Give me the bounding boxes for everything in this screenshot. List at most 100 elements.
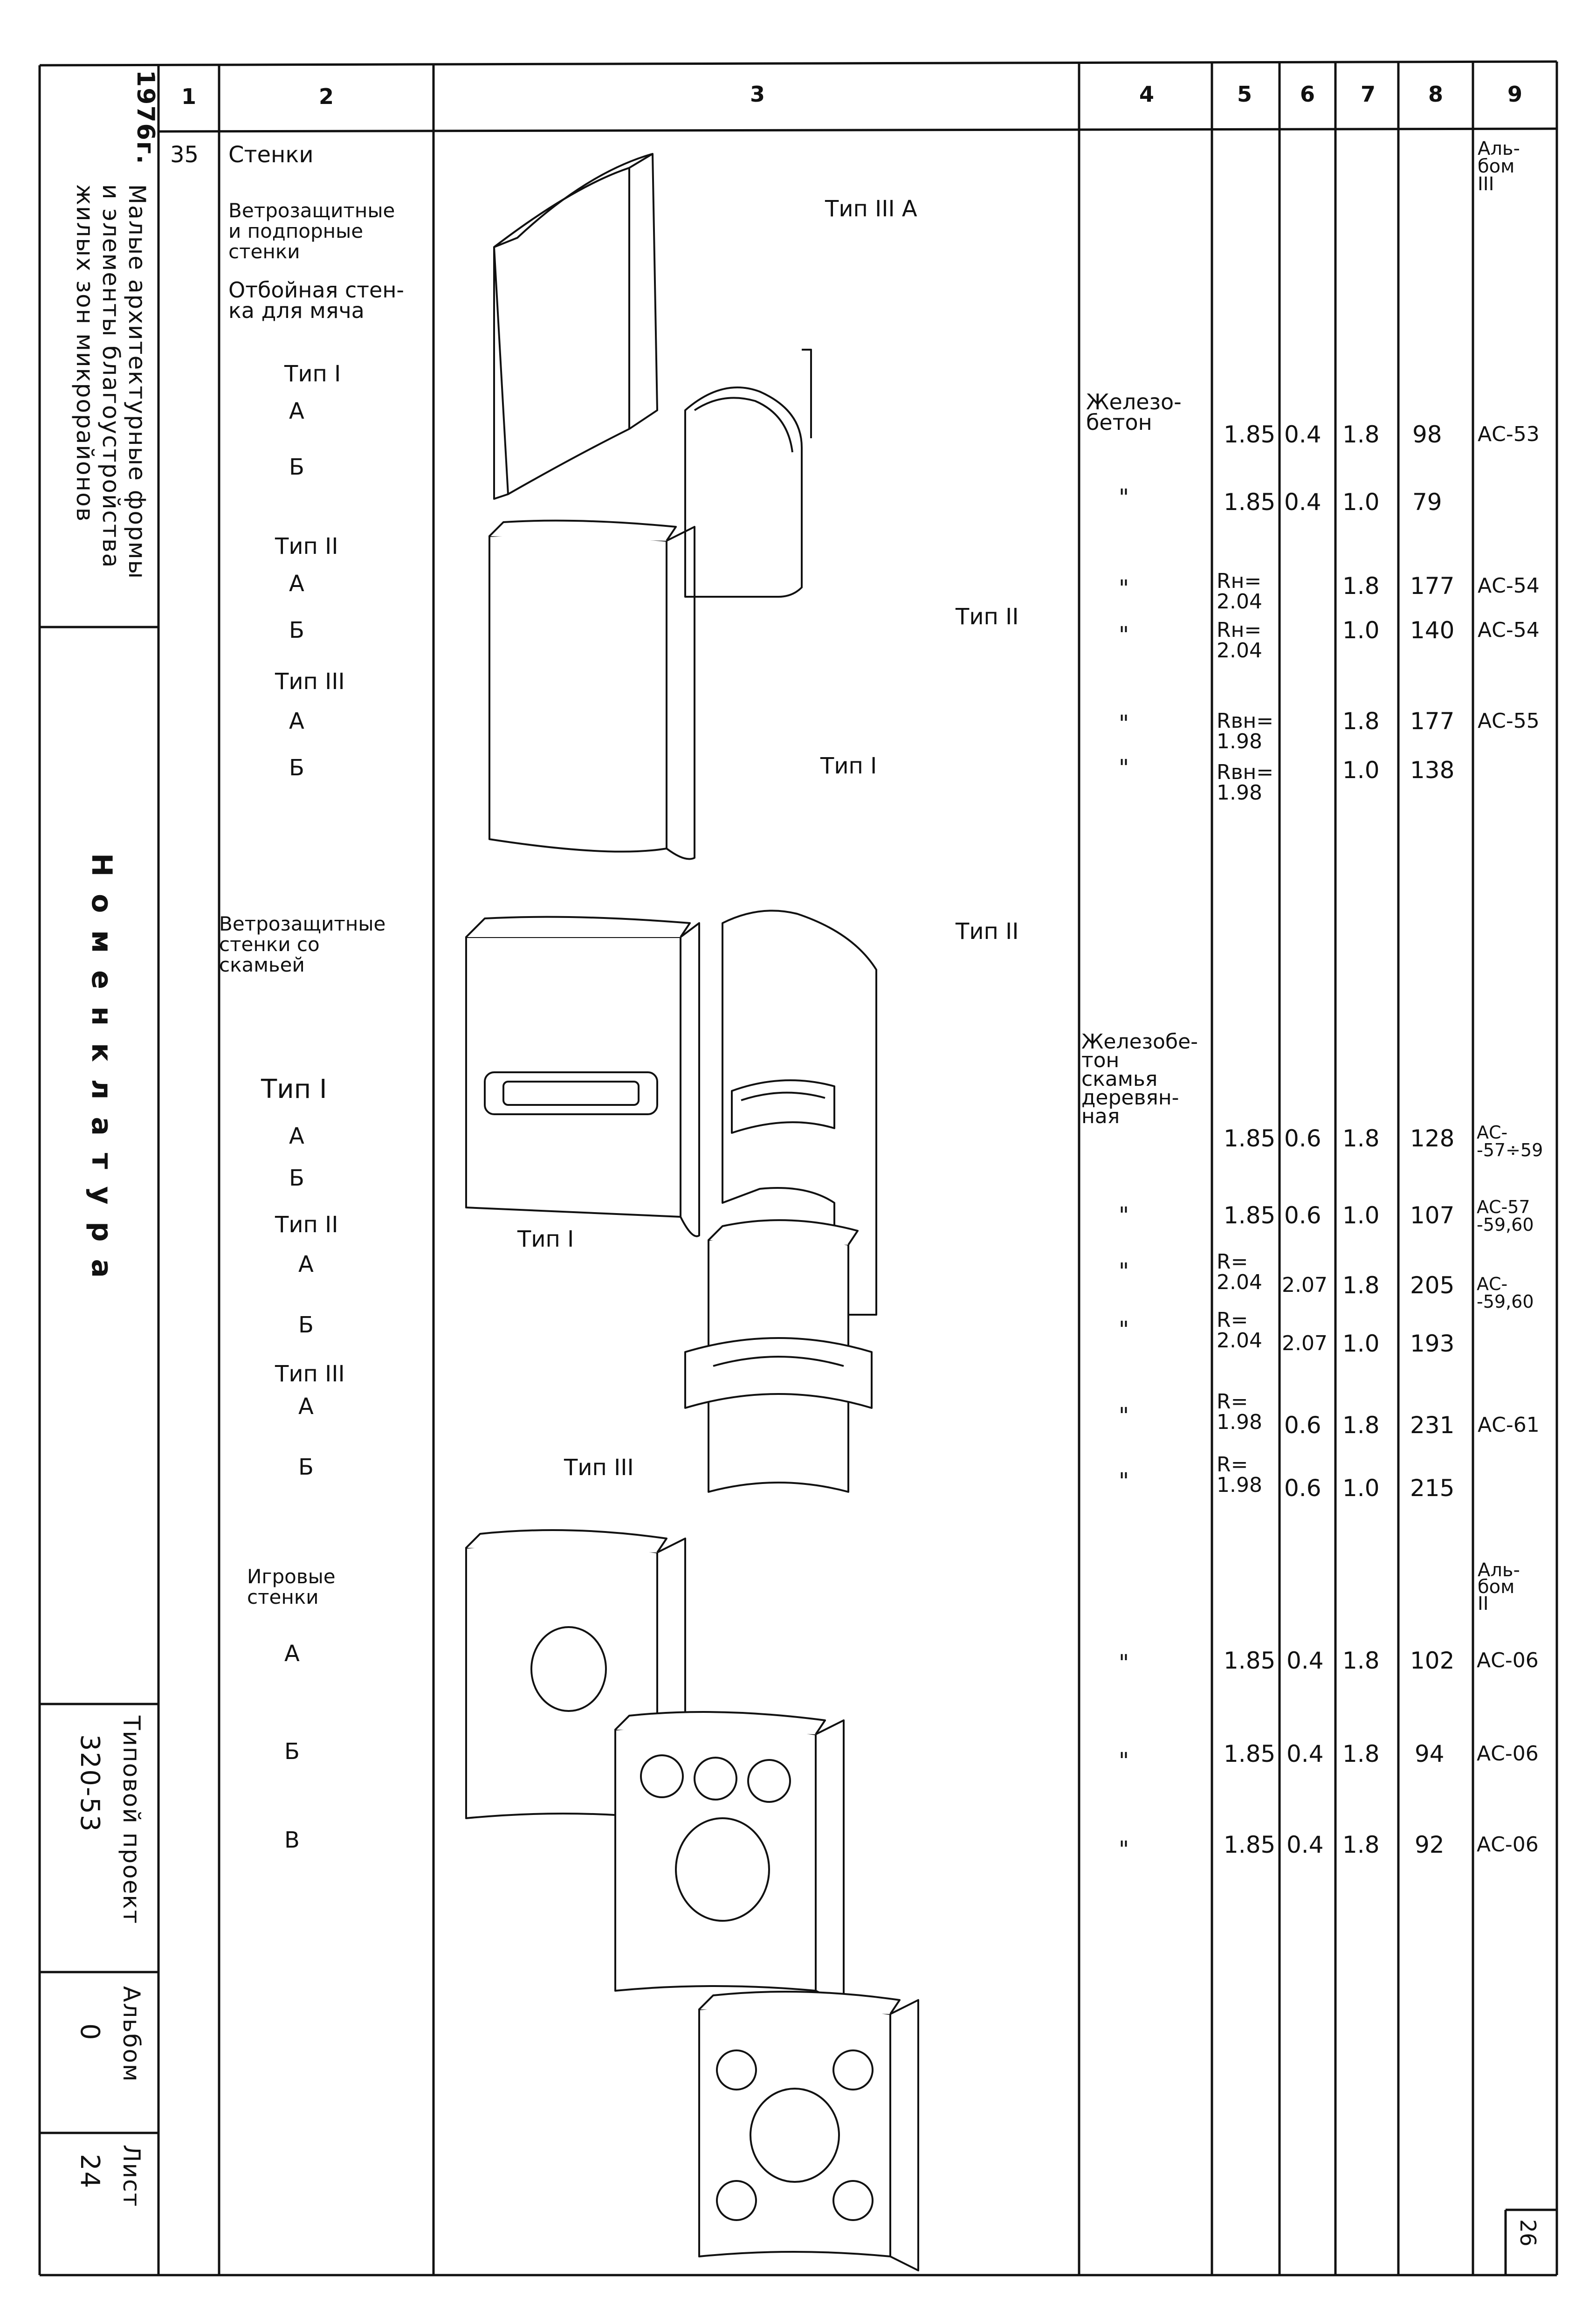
value-c5: 1.85 — [1224, 1202, 1276, 1229]
row-name: А — [284, 1641, 300, 1667]
value-c6: 0.4 — [1286, 1831, 1324, 1858]
row-name: Б — [289, 617, 304, 643]
value-c8: 98 — [1412, 421, 1442, 448]
value-c5: R= 2.04 — [1217, 1250, 1262, 1294]
group-subheading-1: Отбойная стен- ка для мяча — [228, 277, 405, 323]
value-c7: 1.0 — [1342, 1475, 1380, 1502]
value-c8: 138 — [1410, 757, 1455, 784]
value-c7: 1.8 — [1342, 1647, 1380, 1674]
material-cell: " — [1119, 1317, 1129, 1343]
row-name: Тип I — [261, 1074, 327, 1104]
value-c9: АС-06 — [1477, 1742, 1539, 1766]
value-c5: 1.85 — [1224, 1125, 1276, 1152]
year-label: 1976г. — [131, 70, 159, 165]
row-name: Б — [298, 1454, 314, 1480]
value-c7: 1.8 — [1342, 1272, 1380, 1299]
row-name: Б — [289, 1165, 304, 1191]
value-c9: АС-57 -59,60 — [1477, 1197, 1534, 1235]
column-header-6: 6 — [1300, 82, 1315, 107]
column-header-4: 4 — [1139, 82, 1154, 107]
value-c7: 1.0 — [1342, 617, 1380, 644]
material-cell: Железо- бетон — [1086, 389, 1182, 435]
album-number: 0 — [75, 2023, 105, 2041]
row-name: Б — [289, 454, 304, 480]
material-cell: " — [1119, 1650, 1129, 1676]
value-c8: 177 — [1410, 708, 1455, 735]
drawing-label: Тип III — [564, 1455, 634, 1481]
column-header-5: 5 — [1237, 82, 1252, 107]
project-label: Типовой проект — [118, 1716, 145, 1925]
row-name: В — [284, 1827, 300, 1853]
column-header-2: 2 — [318, 84, 334, 109]
value-c6: 0.6 — [1284, 1475, 1321, 1502]
material-cell: " — [1119, 1748, 1129, 1774]
value-c8: 107 — [1410, 1202, 1455, 1229]
value-c9: АС- -57÷59 — [1477, 1122, 1543, 1160]
row-name: Б — [289, 755, 304, 781]
value-c8: 231 — [1410, 1412, 1455, 1439]
value-c6: 2.07 — [1282, 1331, 1328, 1355]
value-c6: 2.07 — [1282, 1273, 1328, 1297]
page-number: 26 — [1515, 2219, 1541, 2247]
value-c9: АС-55 — [1478, 709, 1540, 733]
material-cell: " — [1119, 622, 1129, 648]
value-c7: 1.8 — [1342, 708, 1380, 735]
value-c8: 215 — [1410, 1475, 1455, 1502]
value-c5: Rвн= 1.98 — [1217, 760, 1274, 805]
title-line-1: Малые архитектурные формы — [124, 184, 151, 580]
value-c9: АС-53 — [1478, 422, 1540, 446]
value-c6: 0.6 — [1284, 1202, 1321, 1229]
column-header-8: 8 — [1428, 82, 1443, 107]
value-c8: 193 — [1410, 1330, 1455, 1357]
value-c9: АС-06 — [1477, 1649, 1539, 1672]
section-name: Стенки — [228, 142, 314, 168]
column-header-3: 3 — [750, 82, 765, 107]
value-c7: 1.8 — [1342, 1831, 1380, 1858]
value-c5: 1.85 — [1224, 1647, 1276, 1674]
material-cell: Железобе- тон скамья деревян- ная — [1081, 1030, 1198, 1128]
value-c7: 1.8 — [1342, 1740, 1380, 1767]
sheet-label: Лист — [118, 2145, 145, 2208]
value-c7: 1.8 — [1342, 1412, 1380, 1439]
value-c5: 1.85 — [1224, 1740, 1276, 1767]
value-c8: 79 — [1412, 489, 1442, 516]
value-c5: R= 1.98 — [1217, 1390, 1262, 1434]
value-c5: 1.85 — [1224, 1831, 1276, 1858]
drawing-label: Тип III А — [825, 196, 917, 222]
group-heading-2: Ветрозащитные стенки со скамьей — [219, 912, 386, 976]
material-cell: " — [1119, 755, 1129, 781]
value-c6: 0.6 — [1284, 1412, 1321, 1439]
album-reference: Аль- бом III — [1478, 138, 1520, 195]
row-name: Тип II — [275, 533, 338, 559]
value-c7: 1.8 — [1342, 1125, 1380, 1152]
group-heading-1: Ветрозащитные и подпорные стенки — [228, 199, 395, 263]
album-reference: Аль- бом II — [1478, 1559, 1520, 1614]
material-cell: " — [1119, 711, 1129, 737]
value-c5: Rвн= 1.98 — [1217, 709, 1274, 753]
value-c6: 0.4 — [1286, 1740, 1324, 1767]
value-c7: 1.0 — [1342, 1202, 1380, 1229]
title-line-2: и элементы благоустройства — [97, 184, 124, 569]
album-label: Альбом — [118, 1986, 145, 2083]
value-c8: 140 — [1410, 617, 1455, 644]
drawing-label: Тип II — [956, 604, 1019, 630]
material-cell: " — [1119, 1468, 1129, 1494]
value-c7: 1.8 — [1342, 573, 1380, 600]
row-number: 35 — [170, 142, 199, 168]
material-cell: " — [1119, 575, 1129, 601]
material-cell: " — [1119, 484, 1129, 511]
value-c5: Rн= 2.04 — [1217, 569, 1262, 614]
value-c5: 1.85 — [1224, 421, 1276, 448]
value-c5: 1.85 — [1224, 489, 1276, 516]
value-c5: Rн= 2.04 — [1217, 618, 1262, 662]
value-c9: АС-54 — [1478, 574, 1540, 598]
column-header-1: 1 — [181, 84, 196, 109]
title-line-3: жилых зон микрорайонов — [71, 184, 98, 523]
value-c9: АС-06 — [1477, 1833, 1539, 1856]
drawing-label: Тип I — [517, 1226, 574, 1252]
value-c7: 1.0 — [1342, 1330, 1380, 1357]
material-cell: " — [1119, 1258, 1129, 1284]
value-c9: АС- -59,60 — [1477, 1274, 1534, 1312]
row-name: Тип I — [284, 361, 341, 387]
